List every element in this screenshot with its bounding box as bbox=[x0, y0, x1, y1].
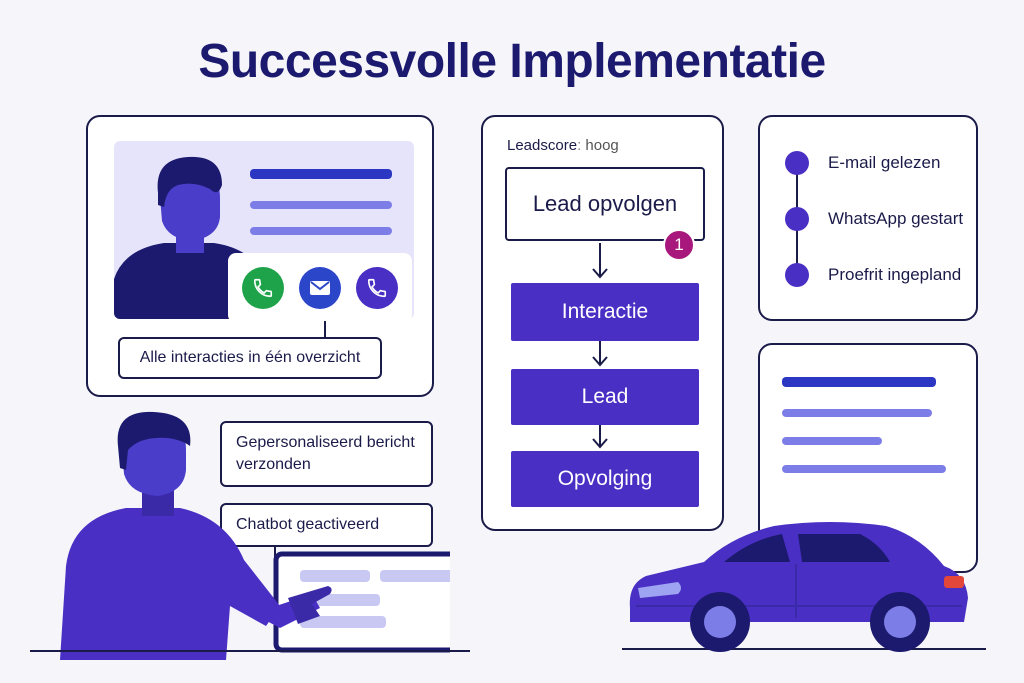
flow-step-lead[interactable]: Lead bbox=[511, 369, 699, 425]
overview-label: Alle interacties in één overzicht bbox=[118, 337, 382, 379]
contact-actions-panel bbox=[228, 253, 412, 323]
document-line-bar bbox=[782, 409, 932, 417]
leadscore-label: Leadscore bbox=[507, 137, 578, 154]
timeline-dot bbox=[785, 151, 809, 175]
lead-flow-card: Leadscore: hoog Lead opvolgen 1 Interact… bbox=[481, 115, 724, 531]
profile-name-bar bbox=[250, 169, 392, 179]
contact-overview-card: Alle interacties in één overzicht bbox=[86, 115, 434, 397]
lead-follow-up-box[interactable]: Lead opvolgen bbox=[505, 167, 705, 241]
phone-icon[interactable] bbox=[241, 267, 284, 309]
ground-line bbox=[30, 650, 470, 652]
document-title-bar bbox=[782, 377, 936, 387]
chat-phone-icon[interactable] bbox=[356, 267, 399, 309]
car-illustration bbox=[629, 522, 968, 652]
timeline-dot bbox=[785, 207, 809, 231]
arrow-down-icon bbox=[592, 341, 608, 367]
connector-line bbox=[324, 321, 326, 339]
mail-icon[interactable] bbox=[298, 267, 341, 309]
timeline-item: Proefrit ingepland bbox=[828, 265, 962, 284]
timeline-dot bbox=[785, 263, 809, 287]
flow-step-follow-up[interactable]: Opvolging bbox=[511, 451, 699, 507]
person-with-laptop-illustration bbox=[60, 411, 450, 660]
leadscore-value: hoog bbox=[585, 137, 619, 154]
profile-detail-bar bbox=[250, 227, 392, 235]
ground-line bbox=[622, 648, 986, 650]
page-title: Successvolle Implementatie bbox=[198, 35, 826, 88]
arrow-down-icon bbox=[592, 425, 608, 449]
profile-detail-bar bbox=[250, 201, 392, 209]
arrow-down-icon bbox=[592, 243, 608, 279]
timeline-card: E-mail gelezen WhatsApp gestart Proefrit… bbox=[758, 115, 978, 321]
notification-badge: 1 bbox=[663, 229, 695, 261]
chatbot-label: Chatbot geactiveerd bbox=[220, 503, 433, 547]
person-avatar-icon bbox=[114, 156, 264, 319]
personalized-message-label: Gepersonaliseerd bericht verzonden bbox=[220, 421, 433, 487]
timeline-item: E-mail gelezen bbox=[828, 153, 941, 172]
document-line-bar bbox=[782, 465, 946, 473]
leadscore-line: Leadscore: hoog bbox=[507, 137, 619, 154]
document-line-bar bbox=[782, 437, 882, 445]
flow-step-interaction[interactable]: Interactie bbox=[511, 283, 699, 341]
timeline-item: WhatsApp gestart bbox=[828, 209, 964, 228]
